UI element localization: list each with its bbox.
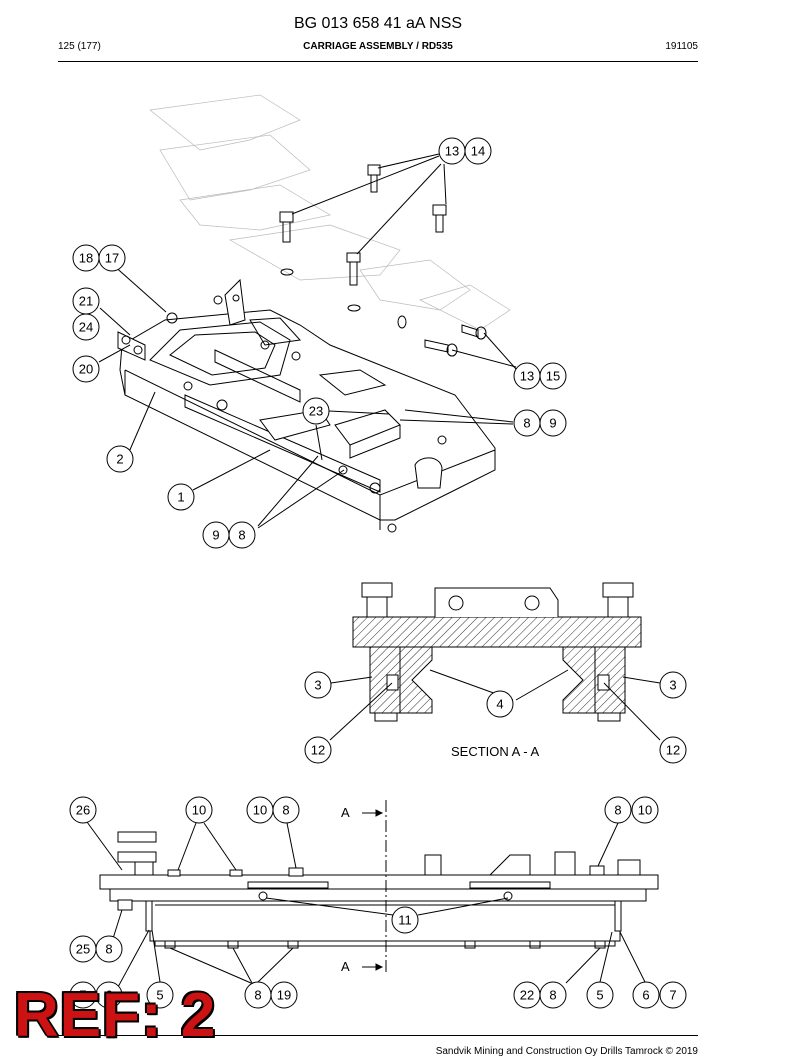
callout-6-left: 6 <box>95 981 123 1009</box>
svg-text:3: 3 <box>669 678 676 693</box>
callout-13-lower: 13 <box>513 362 541 390</box>
callout-9-iso-bottom: 9 <box>202 521 230 549</box>
callout-8-side-top-left: 8 <box>272 796 300 824</box>
callout-24: 24 <box>72 313 100 341</box>
svg-text:8: 8 <box>254 988 261 1003</box>
document-date: 191105 <box>665 41 698 52</box>
svg-text:8: 8 <box>614 803 621 818</box>
callout-20: 20 <box>72 355 100 383</box>
callout-1: 1 <box>167 483 195 511</box>
iso-leaders <box>98 153 517 529</box>
callout-8-side-bottom-right: 8 <box>539 981 567 1009</box>
svg-text:10: 10 <box>638 803 652 818</box>
svg-text:3: 3 <box>314 678 321 693</box>
callout-4: 4 <box>486 690 514 718</box>
callout-11: 11 <box>391 906 419 934</box>
callout-5-left: 5 <box>146 981 174 1009</box>
callout-3-left: 3 <box>304 671 332 699</box>
callout-21: 21 <box>72 287 100 315</box>
svg-text:17: 17 <box>105 251 119 266</box>
svg-text:21: 21 <box>79 294 93 309</box>
callout-3-right: 3 <box>659 671 687 699</box>
svg-text:7: 7 <box>669 988 676 1003</box>
callout-7-right: 7 <box>659 981 687 1009</box>
ref-stamp: REF: 2 <box>14 981 217 1050</box>
callout-15: 15 <box>539 362 567 390</box>
svg-text:10: 10 <box>253 803 267 818</box>
ghost-housing <box>149 94 511 331</box>
svg-text:15: 15 <box>546 369 560 384</box>
footer-rule <box>58 1035 698 1036</box>
svg-text:5: 5 <box>596 988 603 1003</box>
svg-text:13: 13 <box>520 369 534 384</box>
callout-8-side-top-right: 8 <box>604 796 632 824</box>
callout-10-a: 10 <box>185 796 213 824</box>
svg-text:26: 26 <box>76 803 90 818</box>
callout-14: 14 <box>464 137 492 165</box>
svg-text:8: 8 <box>523 416 530 431</box>
callout-13: 13 <box>438 137 466 165</box>
callout-9-iso-right: 9 <box>539 409 567 437</box>
svg-text:5: 5 <box>156 988 163 1003</box>
svg-text:8: 8 <box>282 803 289 818</box>
svg-text:18: 18 <box>79 251 93 266</box>
svg-text:12: 12 <box>666 743 680 758</box>
callout-5-right: 5 <box>586 981 614 1009</box>
callout-18: 18 <box>72 244 100 272</box>
callout-12-right: 12 <box>659 736 687 764</box>
callout-25: 25 <box>69 935 97 963</box>
callout-22: 22 <box>513 981 541 1009</box>
callout-19: 19 <box>270 981 298 1009</box>
header-rule <box>58 61 698 62</box>
svg-text:24: 24 <box>79 320 93 335</box>
callout-2: 2 <box>106 445 134 473</box>
svg-text:14: 14 <box>471 144 485 159</box>
svg-text:22: 22 <box>520 988 534 1003</box>
svg-text:23: 23 <box>309 404 323 419</box>
section-mark-bottom: A <box>341 959 350 974</box>
svg-text:10: 10 <box>192 803 206 818</box>
svg-text:9: 9 <box>549 416 556 431</box>
callout-8-side-bottom: 8 <box>244 981 272 1009</box>
section-label: SECTION A - A <box>451 744 539 759</box>
svg-text:2: 2 <box>116 452 123 467</box>
svg-text:8: 8 <box>105 942 112 957</box>
callout-26: 26 <box>69 796 97 824</box>
callout-8-iso-right: 8 <box>513 409 541 437</box>
svg-text:19: 19 <box>277 988 291 1003</box>
callout-6-right: 6 <box>632 981 660 1009</box>
svg-text:6: 6 <box>642 988 649 1003</box>
svg-text:8: 8 <box>238 528 245 543</box>
svg-text:25: 25 <box>76 942 90 957</box>
section-mark-top: A <box>341 805 350 820</box>
callouts: 13 14 18 17 21 24 20 13 15 23 8 9 2 1 9 … <box>69 137 687 1009</box>
callout-8-side-left: 8 <box>95 935 123 963</box>
callout-23: 23 <box>302 397 330 425</box>
page-number: 125 (177) <box>58 41 101 52</box>
svg-text:8: 8 <box>549 988 556 1003</box>
document-title: BG 013 658 41 aA NSS <box>293 15 463 32</box>
callout-12-left: 12 <box>304 736 332 764</box>
footer-copyright: Sandvik Mining and Construction Oy Drill… <box>435 1046 698 1057</box>
svg-text:13: 13 <box>445 144 459 159</box>
svg-text:11: 11 <box>398 913 412 928</box>
callout-10-c: 10 <box>631 796 659 824</box>
side-view: A A <box>86 800 659 988</box>
svg-text:1: 1 <box>177 490 184 505</box>
exploded-bolts <box>279 164 487 357</box>
svg-text:6: 6 <box>105 988 112 1003</box>
svg-text:4: 4 <box>496 697 503 712</box>
svg-text:20: 20 <box>79 362 93 377</box>
svg-text:9: 9 <box>212 528 219 543</box>
assembly-name: CARRIAGE ASSEMBLY / RD535 <box>303 41 453 52</box>
callout-17: 17 <box>98 244 126 272</box>
svg-text:7: 7 <box>79 988 86 1003</box>
callout-8-iso-bottom: 8 <box>228 521 256 549</box>
callout-10-b: 10 <box>246 796 274 824</box>
svg-text:12: 12 <box>311 743 325 758</box>
section-a-a: SECTION A - A <box>329 582 661 759</box>
